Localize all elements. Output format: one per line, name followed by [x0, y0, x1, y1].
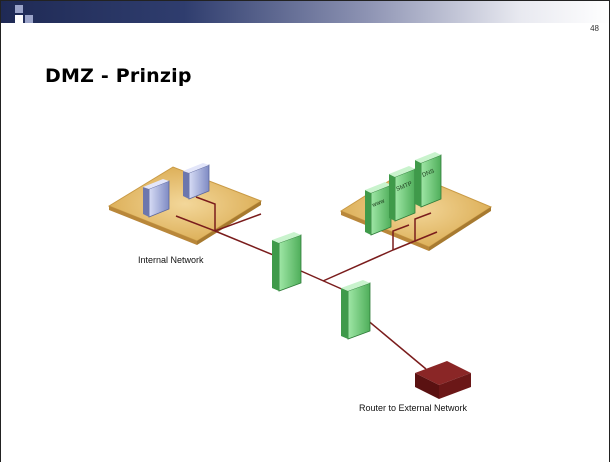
corner-square — [25, 15, 33, 23]
server-label-www: www — [371, 198, 387, 209]
corner-square — [15, 15, 23, 23]
corner-square — [15, 5, 23, 13]
router-label: Router to External Network — [359, 403, 468, 413]
outer-firewall — [341, 280, 371, 340]
internal-client-2 — [183, 163, 210, 200]
external-router — [415, 361, 471, 399]
page-number: 48 — [590, 24, 599, 33]
server-label-dns: DNS — [422, 169, 436, 179]
dmz-server-smtp: SMTP — [389, 166, 416, 222]
server-label-smtp: SMTP — [396, 181, 414, 193]
header-bar — [1, 1, 609, 23]
internal-client-1 — [143, 179, 170, 218]
dmz-server-dns: DNS — [415, 152, 442, 208]
internal-network-label: Internal Network — [138, 255, 204, 265]
dmz-server-www: www — [365, 182, 392, 236]
slide-title: DMZ - Prinzip — [45, 65, 192, 87]
inner-firewall — [272, 232, 302, 292]
